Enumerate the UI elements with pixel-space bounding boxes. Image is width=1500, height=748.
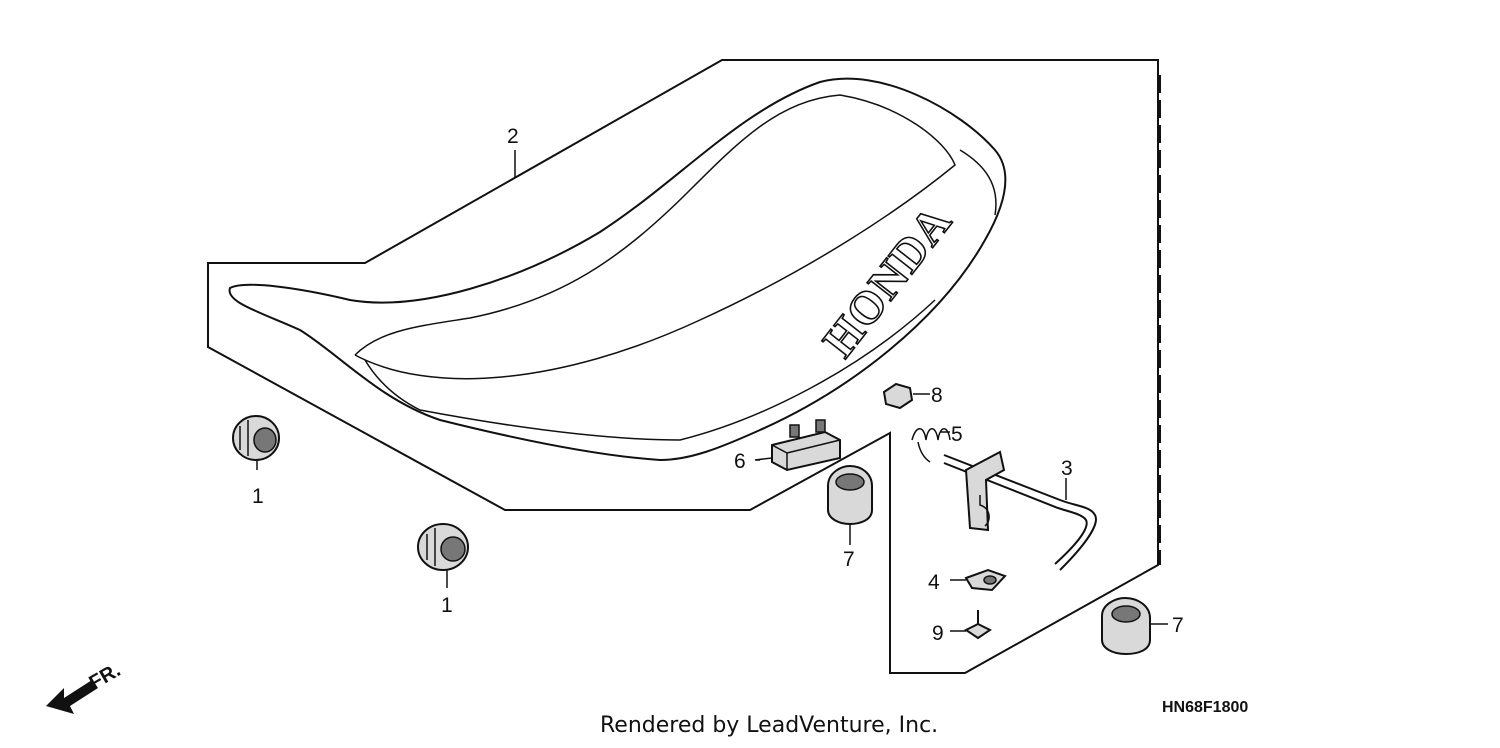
nut-part-8 xyxy=(882,382,930,410)
seat-top-contour xyxy=(354,94,956,380)
callout-7-right: 7 xyxy=(1172,614,1184,637)
callout-1-center: 1 xyxy=(441,594,453,617)
seat-body xyxy=(228,77,1007,462)
bolt-part-9 xyxy=(950,610,992,640)
latch-part-3 xyxy=(943,450,1097,571)
cushion-part-7-right xyxy=(1101,596,1168,656)
diagram-code: HN68F1800 xyxy=(1162,699,1248,716)
damper-part-6 xyxy=(754,419,841,472)
callout-7-left: 7 xyxy=(843,548,855,571)
collar-part-1-left xyxy=(232,415,280,470)
seat-rear-edge xyxy=(959,149,997,216)
callout-4: 4 xyxy=(928,571,940,594)
callout-1-left: 1 xyxy=(252,485,264,508)
spring-part-5 xyxy=(911,428,951,463)
collar-part-1-center xyxy=(417,523,469,588)
callout-6: 6 xyxy=(734,450,746,473)
callout-5: 5 xyxy=(951,423,963,446)
callout-8: 8 xyxy=(931,384,943,407)
seat-side-contour xyxy=(364,299,936,441)
callout-2: 2 xyxy=(507,125,519,148)
render-credit: Rendered by LeadVenture, Inc. xyxy=(600,713,938,738)
front-arrow-icon xyxy=(46,680,98,714)
callout-9: 9 xyxy=(932,622,944,645)
cushion-part-7-left xyxy=(827,464,873,545)
callout-3: 3 xyxy=(1061,457,1073,480)
bracket-part-4 xyxy=(950,568,1007,592)
assembly-outline xyxy=(207,59,1161,674)
leader-lines xyxy=(514,150,760,461)
